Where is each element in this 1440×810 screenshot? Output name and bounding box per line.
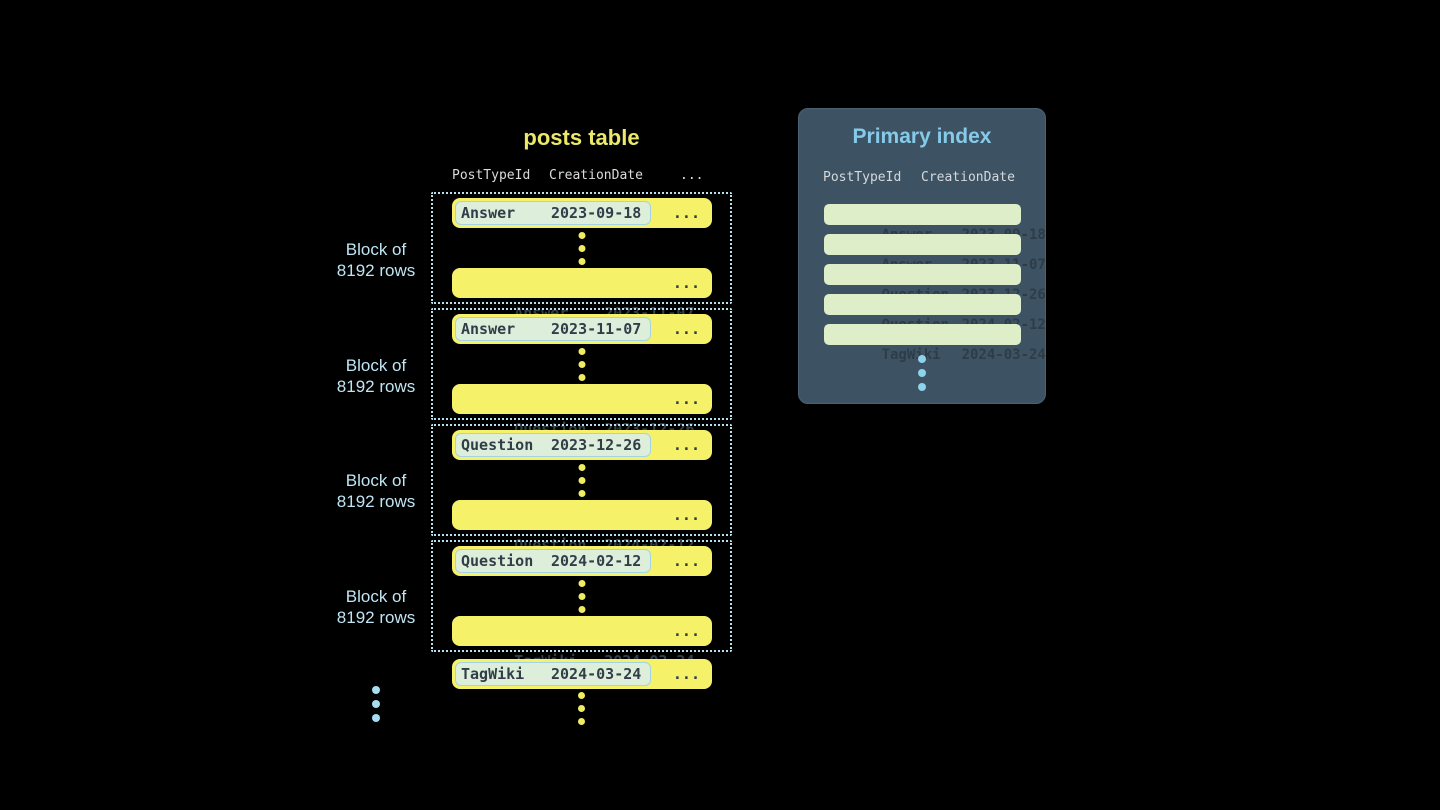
cell-posttypeid: Answer xyxy=(461,320,516,338)
indexed-entry-highlight: Question 2024-02-12 xyxy=(455,549,651,573)
cell-creationdate: 2023-11-07 xyxy=(551,320,642,338)
posts-table-column-headers: PostTypeId CreationDate ... xyxy=(431,168,732,184)
cell-posttypeid: Question xyxy=(461,552,534,570)
dot xyxy=(578,245,585,252)
row-ellipsis: ... xyxy=(672,552,700,570)
cell-creationdate: 2024-03-24 xyxy=(961,347,1046,363)
dot xyxy=(578,705,585,712)
cell-posttypeid: TagWiki xyxy=(461,665,525,683)
block-label-line2: 8192 rows xyxy=(336,492,416,511)
dot xyxy=(372,700,380,708)
cell-creationdate: 2023-12-26 xyxy=(551,436,642,454)
dot xyxy=(578,580,585,587)
indexed-entry-highlight: Answer 2023-09-18 xyxy=(455,201,651,225)
block-size-label-1: Block of 8192 rows xyxy=(316,239,436,281)
cell-posttypeid: Answer xyxy=(461,204,516,222)
posts-table-title: posts table xyxy=(523,125,640,150)
block-label-line1: Block of xyxy=(345,240,407,259)
dot xyxy=(918,369,926,377)
primary-index-title: Primary index xyxy=(852,125,992,148)
column-header-posttypeid: PostTypeId xyxy=(452,168,531,183)
block-label-line1: Block of xyxy=(345,587,407,606)
dot xyxy=(918,355,926,363)
block-label-line2: 8192 rows xyxy=(336,261,416,280)
block-last-row: TagWiki2024-03-24 ... xyxy=(452,616,712,670)
block-first-row: Question 2024-02-12 ... xyxy=(452,546,712,576)
more-blocks-dots xyxy=(316,686,436,722)
column-header-creationdate: CreationDate xyxy=(549,168,643,183)
column-header-creationdate: CreationDate xyxy=(921,170,1015,185)
block-size-label-4: Block of 8192 rows xyxy=(316,586,436,628)
indexed-entry-highlight: Question 2023-12-26 xyxy=(455,433,651,457)
row-ellipsis: ... xyxy=(672,622,700,640)
dot xyxy=(578,477,585,484)
dot xyxy=(578,606,585,613)
block-label-line1: Block of xyxy=(345,471,407,490)
primary-index-panel: Primary index PostTypeId CreationDate An… xyxy=(798,108,1046,404)
column-header-posttypeid: PostTypeId xyxy=(823,170,902,185)
omitted-rows-dots xyxy=(578,580,585,613)
row-ellipsis: ... xyxy=(672,506,700,524)
cell-posttypeid: Question xyxy=(461,436,534,454)
block-label-line2: 8192 rows xyxy=(336,377,416,396)
block-label-line2: 8192 rows xyxy=(336,608,416,627)
dot xyxy=(578,464,585,471)
row-ellipsis: ... xyxy=(672,390,700,408)
block-first-row: Question 2023-12-26 ... xyxy=(452,430,712,460)
row-block-4: Question 2024-02-12 ... TagWiki2024-03-2… xyxy=(431,540,732,670)
row-ellipsis: ... xyxy=(672,320,700,338)
block-size-label-3: Block of 8192 rows xyxy=(316,470,436,512)
block-first-row: Answer 2023-11-07 ... xyxy=(452,314,712,344)
cell-creationdate: 2023-09-18 xyxy=(551,204,642,222)
block-label-line1: Block of xyxy=(345,356,407,375)
block-first-row: Answer 2023-09-18 ... xyxy=(452,198,712,228)
dot xyxy=(372,686,380,694)
dot xyxy=(918,383,926,391)
dot xyxy=(578,374,585,381)
dot xyxy=(578,718,585,725)
row-ellipsis: ... xyxy=(672,436,700,454)
dot xyxy=(578,361,585,368)
row-ellipsis: ... xyxy=(672,274,700,292)
dot xyxy=(578,593,585,600)
indexed-entry-highlight: Answer 2023-11-07 xyxy=(455,317,651,341)
more-rows-dots xyxy=(431,692,732,725)
dot xyxy=(578,490,585,497)
column-header-more: ... xyxy=(680,168,704,183)
row-ellipsis: ... xyxy=(672,204,700,222)
indexed-entry-highlight: TagWiki 2024-03-24 xyxy=(455,662,651,686)
omitted-rows-dots xyxy=(578,464,585,497)
block-size-label-2: Block of 8192 rows xyxy=(316,355,436,397)
cell-creationdate: 2024-02-12 xyxy=(551,552,642,570)
omitted-rows-dots xyxy=(578,348,585,381)
dot xyxy=(578,348,585,355)
cell-creationdate: 2024-03-24 xyxy=(551,665,642,683)
more-index-entries-dots xyxy=(918,355,926,391)
next-block-first-row: TagWiki 2024-03-24 ... xyxy=(452,659,712,689)
dot xyxy=(578,232,585,239)
row-ellipsis: ... xyxy=(672,665,700,683)
dot xyxy=(578,258,585,265)
dot xyxy=(578,692,585,699)
omitted-rows-dots xyxy=(578,232,585,265)
dot xyxy=(372,714,380,722)
